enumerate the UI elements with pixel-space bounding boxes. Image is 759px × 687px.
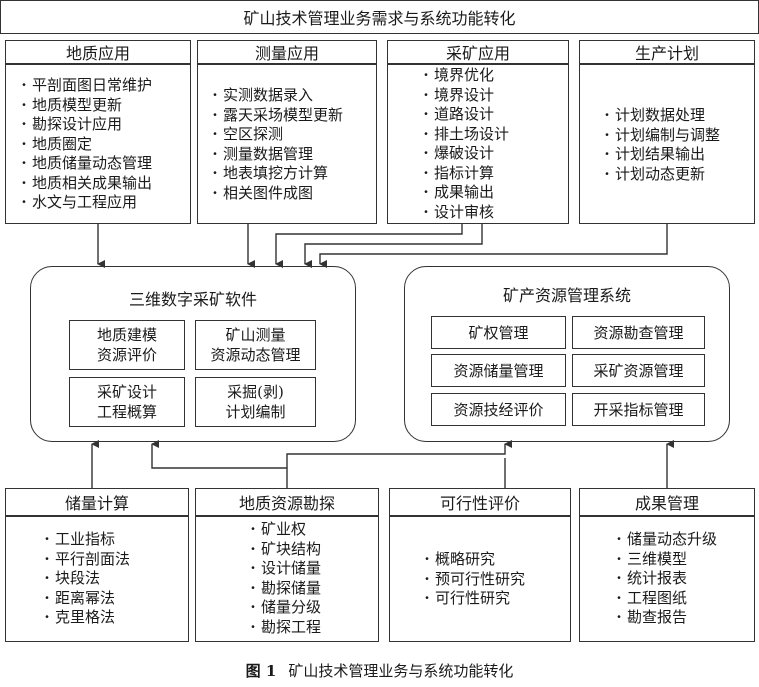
bottom-group-header-results-mgmt: 成果管理 — [579, 488, 755, 516]
arrow-planning-to-software — [319, 224, 668, 268]
list-item: 概略研究 — [419, 550, 525, 570]
list-item: 测量数据管理 — [207, 145, 343, 165]
system-cell-survey-resource: 矿山测量 资源动态管理 — [195, 320, 316, 370]
bottom-group-list-feasibility: 概略研究 预可行性研究 可行性研究 — [419, 550, 525, 609]
system-cell-mining-design: 采矿设计 工程概算 — [69, 377, 185, 427]
list-item: 勘探设计应用 — [16, 115, 152, 135]
top-group-list-survey: 实测数据录入 露天采场模型更新 空区探测 测量数据管理 地表填挖方计算 相关图件… — [207, 86, 343, 203]
arrow-exploration-to-software — [151, 440, 288, 488]
bottom-group-list-reserve-calc: 工业指标 平行剖面法 块段法 距离幂法 克里格法 — [39, 530, 130, 628]
system-cell-mining-rights: 矿权管理 — [431, 316, 566, 349]
figure-caption: 图 1 矿山技术管理业务与系统功能转化 — [0, 660, 759, 681]
list-item: 地质圈定 — [16, 135, 152, 155]
list-item: 爆破设计 — [418, 144, 509, 164]
list-item: 相关图件成图 — [207, 184, 343, 204]
list-item: 计划结果输出 — [599, 145, 720, 165]
list-item: 统计报表 — [611, 569, 717, 589]
caption-text: 矿山技术管理业务与系统功能转化 — [288, 662, 514, 680]
list-item: 设计储量 — [245, 559, 321, 579]
top-group-header-geology: 地质应用 — [5, 40, 191, 64]
list-item: 实测数据录入 — [207, 86, 343, 106]
list-item: 勘探储量 — [245, 579, 321, 599]
list-item: 计划动态更新 — [599, 165, 720, 185]
list-item: 距离幂法 — [39, 589, 130, 609]
top-group-header-survey: 测量应用 — [197, 40, 377, 64]
system-cell-excavation-plan: 采掘(剥) 计划编制 — [195, 377, 316, 427]
list-item: 排土场设计 — [418, 125, 509, 145]
list-item: 平剖面图日常维护 — [16, 76, 152, 96]
list-item: 空区探测 — [207, 125, 343, 145]
list-item: 地质储量动态管理 — [16, 154, 152, 174]
top-group-list-mining: 境界优化 境界设计 道路设计 排土场设计 爆破设计 指标计算 成果输出 设计审核 — [418, 66, 509, 222]
list-item: 平行剖面法 — [39, 550, 130, 570]
list-item: 露天采场模型更新 — [207, 106, 343, 126]
list-item: 克里格法 — [39, 608, 130, 628]
list-item: 预可行性研究 — [419, 570, 525, 590]
list-item: 可行性研究 — [419, 589, 525, 609]
system-cell-geo-modeling: 地质建模 资源评价 — [69, 320, 185, 370]
system-cell-mining-resource-mgmt: 采矿资源管理 — [572, 354, 705, 387]
top-group-list-planning: 计划数据处理 计划编制与调整 计划结果输出 计划动态更新 — [599, 106, 720, 184]
system-title-3d-mining-software: 三维数字采矿软件 — [128, 290, 257, 309]
bottom-group-header-reserve-calc: 储量计算 — [5, 488, 189, 516]
list-item: 指标计算 — [418, 164, 509, 184]
system-cell-exploration-mgmt: 资源勘查管理 — [572, 316, 705, 349]
top-group-header-planning: 生产计划 — [579, 40, 755, 64]
list-item: 矿业权 — [245, 520, 321, 540]
bottom-group-header-geo-exploration: 地质资源勘探 — [195, 488, 379, 516]
list-item: 计划编制与调整 — [599, 126, 720, 146]
list-item: 工业指标 — [39, 530, 130, 550]
arrow-mining-to-software-a — [275, 224, 463, 268]
bottom-group-list-results-mgmt: 储量动态升级 三维模型 统计报表 工程图纸 勘查报告 — [611, 530, 717, 628]
list-item: 境界设计 — [418, 86, 509, 106]
bottom-group-list-geo-exploration: 矿业权 矿块结构 设计储量 勘探储量 储量分级 勘探工程 — [245, 520, 321, 637]
list-item: 成果输出 — [418, 183, 509, 203]
arrow-exploration-to-resource-system — [286, 440, 512, 468]
top-group-header-mining: 采矿应用 — [387, 40, 569, 64]
list-item: 勘探工程 — [245, 618, 321, 638]
list-item: 水文与工程应用 — [16, 193, 152, 213]
system-cell-tech-econ-eval: 资源技经评价 — [431, 393, 566, 426]
list-item: 矿块结构 — [245, 540, 321, 560]
list-item: 地质相关成果输出 — [16, 174, 152, 194]
arrow-mining-to-software-b — [304, 224, 483, 268]
list-item: 地表填挖方计算 — [207, 164, 343, 184]
list-item: 道路设计 — [418, 105, 509, 125]
list-item: 储量动态升级 — [611, 530, 717, 550]
list-item: 勘查报告 — [611, 608, 717, 628]
system-cell-reserves-mgmt: 资源储量管理 — [431, 354, 566, 387]
bottom-group-header-feasibility: 可行性评价 — [389, 488, 571, 516]
system-cell-extraction-index-mgmt: 开采指标管理 — [572, 393, 705, 426]
caption-label: 图 1 — [245, 662, 277, 680]
system-title-mineral-resource-mgmt: 矿产资源管理系统 — [502, 286, 631, 305]
list-item: 地质模型更新 — [16, 96, 152, 116]
list-item: 计划数据处理 — [599, 106, 720, 126]
list-item: 设计审核 — [418, 203, 509, 223]
list-item: 工程图纸 — [611, 589, 717, 609]
list-item: 三维模型 — [611, 550, 717, 570]
list-item: 境界优化 — [418, 66, 509, 86]
list-item: 块段法 — [39, 569, 130, 589]
list-item: 储量分级 — [245, 598, 321, 618]
top-group-list-geology: 平剖面图日常维护 地质模型更新 勘探设计应用 地质圈定 地质储量动态管理 地质相… — [16, 76, 152, 213]
